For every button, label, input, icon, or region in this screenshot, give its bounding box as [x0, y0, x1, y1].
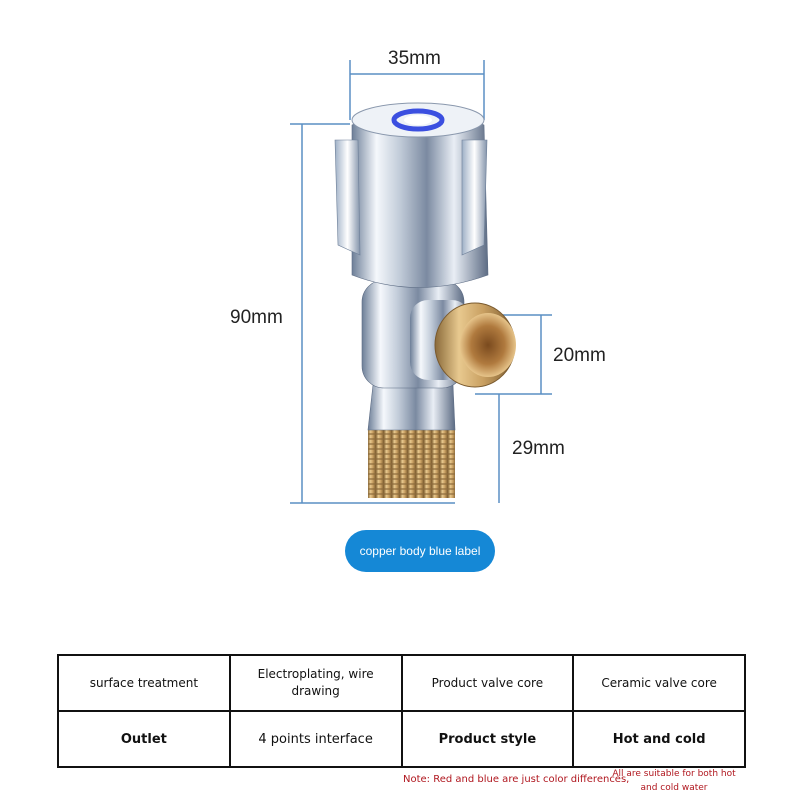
inlet-thread — [368, 428, 455, 498]
table-cell: Hot and cold — [572, 710, 746, 768]
table-cell: Product valve core — [400, 654, 575, 712]
outlet-dimension-label: 20mm — [553, 345, 606, 366]
valve-neck — [367, 384, 456, 431]
table-cell: Electroplating, wire drawing — [228, 654, 403, 712]
table-cell: Outlet — [57, 710, 231, 768]
table-cell: 4 points interface — [228, 710, 403, 768]
thread-dimension-label: 29mm — [512, 438, 565, 459]
blue-label-icon — [391, 108, 445, 132]
side-outlet — [410, 300, 516, 388]
table-row: Outlet 4 points interface Product style … — [57, 710, 746, 768]
color-note: Note: Red and blue are just color differ… — [403, 774, 630, 785]
dimension-lines — [290, 60, 552, 504]
table-cell: Ceramic valve core — [572, 654, 746, 712]
height-dimension-label: 90mm — [230, 307, 283, 328]
table-row: surface treatment Electroplating, wire d… — [57, 654, 746, 712]
table-cell: Product style — [400, 710, 575, 768]
valve-handle — [334, 102, 489, 288]
table-cell: surface treatment — [57, 654, 231, 712]
usage-note: All are suitable for both hot and cold w… — [612, 769, 736, 793]
copper-body-badge: copper body blue label — [345, 530, 495, 572]
spec-table: surface treatment Electroplating, wire d… — [57, 654, 746, 768]
width-dimension-label: 35mm — [388, 48, 441, 69]
